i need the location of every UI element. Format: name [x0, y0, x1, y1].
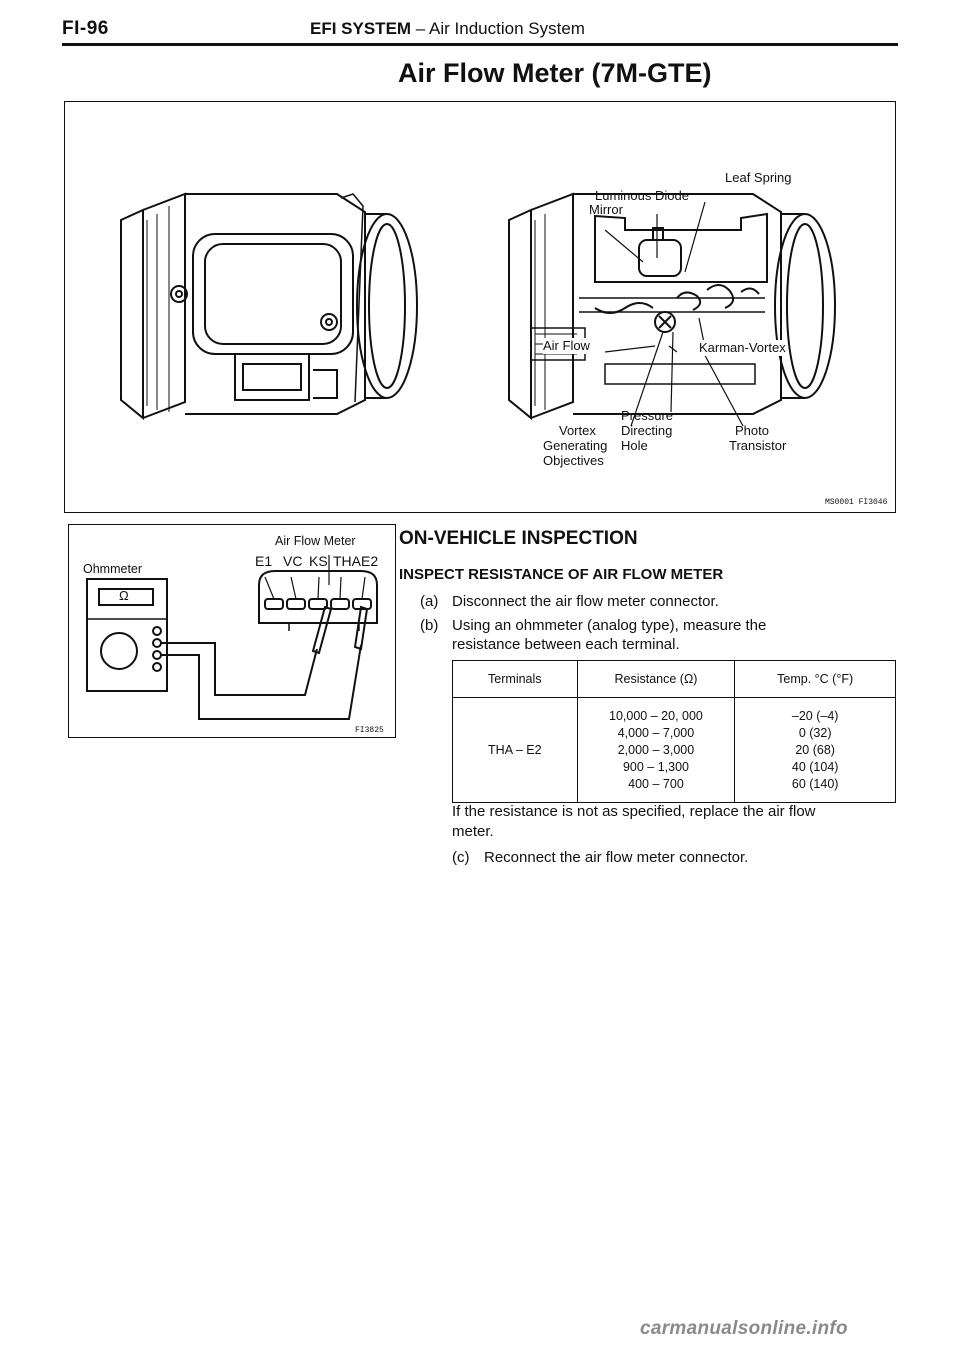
header-resistance: Resistance (Ω) — [576, 660, 736, 698]
label-objectives: Objectives — [543, 453, 604, 468]
header-temp: Temp. °C (°F) — [734, 660, 896, 698]
air-flow-meter-figure: Leaf Spring Luminous Diode Mirror Air Fl… — [64, 101, 896, 513]
label-pressure: Pressure — [621, 408, 674, 423]
cell-temps: –20 (–4) 0 (32) 20 (68) 40 (104) 60 (140… — [734, 697, 896, 803]
running-head-subsection: – Air Induction System — [411, 19, 585, 38]
spec-note-line-2: meter. — [452, 823, 494, 840]
page-title: Air Flow Meter (7M-GTE) — [398, 58, 712, 88]
step-c-marker: (c) — [452, 849, 470, 866]
ohmmeter-drawing — [86, 555, 378, 720]
running-head-section: EFI SYSTEM — [310, 19, 412, 38]
label-karman-vortex: Karman-Vortex — [699, 340, 786, 356]
running-head: EFI SYSTEM – Air Induction System — [310, 19, 585, 39]
step-a: (a) Disconnect the air flow meter connec… — [420, 592, 896, 612]
label-leaf-spring: Leaf Spring — [725, 170, 792, 185]
figure-code: MS0001 FI3046 — [825, 498, 888, 507]
ohmmeter-figure: Ohmmeter Ω Air Flow Meter E1 VC KS THA E… — [68, 524, 396, 738]
label-luminous-diode: Luminous Diode — [595, 188, 689, 203]
label-hole: Hole — [621, 438, 648, 453]
table-row: THA – E2 10,000 – 20, 000 4,000 – 7,000 … — [452, 697, 896, 803]
label-photo: Photo — [735, 423, 769, 438]
step-a-marker: (a) — [420, 593, 439, 610]
subsection-heading: INSPECT RESISTANCE OF AIR FLOW METER — [399, 566, 724, 583]
ohm-symbol: Ω — [119, 588, 129, 603]
temp-value: 0 (32) — [798, 725, 832, 740]
resistance-spec-table: Terminals Resistance (Ω) Temp. °C (°F) T… — [452, 660, 896, 803]
label-mirror: Mirror — [589, 202, 623, 217]
label-air-flow: Air Flow — [543, 338, 590, 354]
resistance-value: 2,000 – 3,000 — [617, 742, 695, 757]
terminal-e1: E1 — [255, 553, 273, 569]
temp-value: 40 (104) — [791, 759, 839, 774]
temp-value: –20 (–4) — [791, 708, 839, 723]
page-number: FI-96 — [62, 18, 109, 39]
step-b: (b) Using an ohmmeter (analog type), mea… — [420, 616, 896, 656]
step-c-text: Reconnect the air flow meter connector. — [484, 849, 749, 866]
resistance-value: 10,000 – 20, 000 — [609, 708, 703, 723]
terminal-tha: THA — [333, 553, 361, 569]
section-heading: ON-VEHICLE INSPECTION — [399, 528, 638, 549]
step-b-text-2: resistance between each terminal. — [452, 636, 680, 653]
cell-terminal: THA – E2 — [452, 697, 578, 803]
spec-note-line-1: If the resistance is not as specified, r… — [452, 803, 816, 820]
temp-value: 20 (68) — [795, 742, 835, 757]
terminal-e2: E2 — [361, 553, 379, 569]
terminal-vc: VC — [283, 553, 303, 569]
temp-value: 60 (140) — [791, 776, 839, 791]
terminal-ks: KS — [309, 553, 328, 569]
resistance-value: 400 – 700 — [628, 776, 684, 791]
air-flow-meter-drawing — [120, 192, 836, 427]
resistance-value: 4,000 – 7,000 — [617, 725, 695, 740]
ohmmeter-label: Ohmmeter — [83, 562, 143, 576]
footer-watermark-site: carmanualsonline.info — [640, 1318, 848, 1339]
air-flow-meter-label: Air Flow Meter — [275, 534, 356, 548]
table-header-row: Terminals Resistance (Ω) Temp. °C (°F) — [452, 660, 896, 698]
header-rule — [62, 43, 898, 46]
figure2-code: FI3825 — [355, 726, 384, 735]
label-transistor: Transistor — [729, 438, 787, 453]
label-vortex: Vortex — [559, 423, 596, 438]
label-directing: Directing — [621, 423, 673, 438]
label-generating: Generating — [543, 438, 608, 453]
step-b-marker: (b) — [420, 617, 439, 634]
resistance-value: 900 – 1,300 — [622, 759, 689, 774]
header-terminals: Terminals — [452, 660, 578, 698]
cell-resistances: 10,000 – 20, 000 4,000 – 7,000 2,000 – 3… — [576, 697, 736, 803]
step-c: (c) Reconnect the air flow meter connect… — [452, 848, 896, 868]
step-b-text: Using an ohmmeter (analog type), measure… — [452, 617, 767, 634]
step-a-text: Disconnect the air flow meter connector. — [452, 593, 719, 610]
